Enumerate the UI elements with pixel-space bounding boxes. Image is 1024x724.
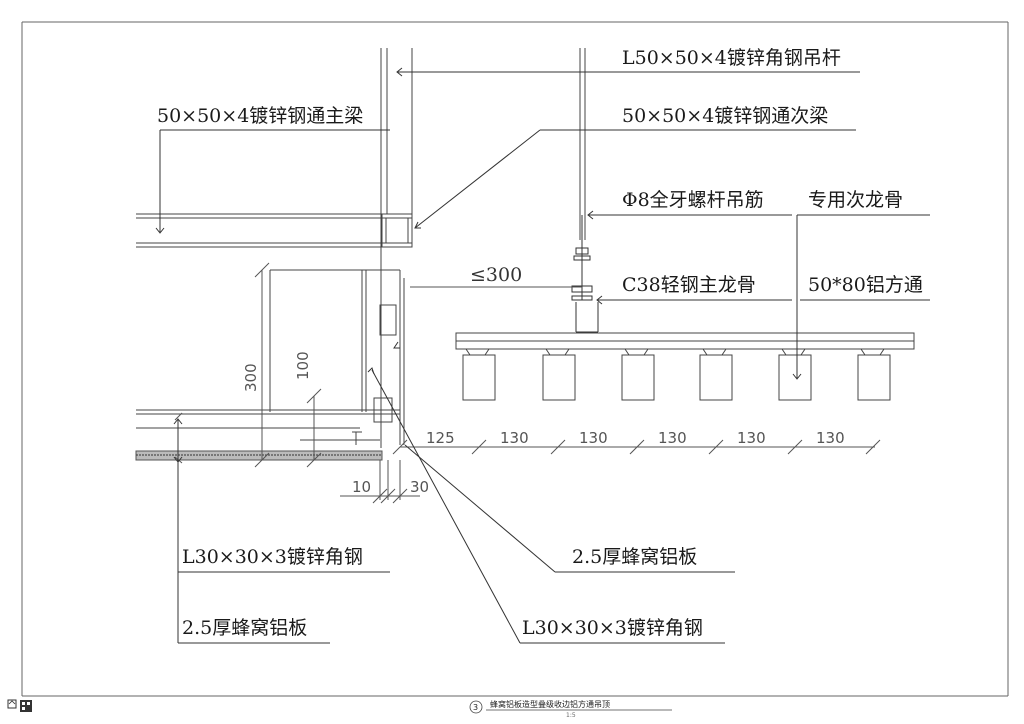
dimension-125: 125 — [426, 429, 455, 447]
dimension-130-4: 130 — [737, 429, 766, 447]
dimension-height-100: 100 — [294, 351, 312, 380]
callout-honeycomb-left: 2.5厚蜂窝铝板 — [182, 617, 307, 639]
sheet-frame — [21, 21, 1009, 697]
drawing-scale: 1:5 — [566, 712, 576, 719]
dimension-height-300: 300 — [242, 363, 260, 392]
dimension-130-2: 130 — [579, 429, 608, 447]
callout-c38-keel: C38轻钢主龙骨 — [622, 274, 756, 296]
drawing-number: 3 — [473, 703, 478, 712]
dimension-lines — [174, 262, 881, 504]
callout-alu-tube: 50*80铝方通 — [808, 274, 923, 296]
leader-lines — [155, 67, 930, 644]
dimension-10: 10 — [352, 478, 371, 496]
drawing-title: 蜂窝铝板造型叠级收边铝方通吊顶 — [490, 699, 610, 709]
callout-honeycomb-mid: 2.5厚蜂窝铝板 — [572, 546, 697, 568]
c38-keel-assembly — [571, 215, 599, 333]
dimension-130-3: 130 — [658, 429, 687, 447]
steel-structure — [136, 48, 586, 448]
dimension-130-1: 130 — [500, 429, 529, 447]
callout-main-beam: 50×50×4镀锌钢通主梁 — [157, 105, 363, 127]
drawing-number-circle — [469, 700, 483, 714]
title-block: 3 蜂窝铝板造型叠级收边铝方通吊顶 1:5 — [469, 699, 672, 719]
callout-hanger-angle: L50×50×4镀锌角钢吊杆 — [622, 47, 841, 69]
callout-angle-left: L30×30×3镀锌角钢 — [182, 546, 363, 568]
callout-threaded-rod: Φ8全牙螺杆吊筋 — [622, 189, 764, 211]
dimension-130-5: 130 — [816, 429, 845, 447]
drop-panel-left — [135, 269, 405, 461]
callout-special-keel: 专用次龙骨 — [808, 189, 903, 211]
callout-secondary-beam: 50×50×4镀锌钢通次梁 — [622, 105, 828, 127]
dimension-30: 30 — [410, 478, 429, 496]
callout-angle-bottom: L30×30×3镀锌角钢 — [522, 617, 703, 639]
aluminium-tube-ceiling — [455, 332, 915, 401]
dimension-max-spacing: ≤300 — [470, 264, 522, 286]
qr-code-stamp — [7, 699, 32, 712]
